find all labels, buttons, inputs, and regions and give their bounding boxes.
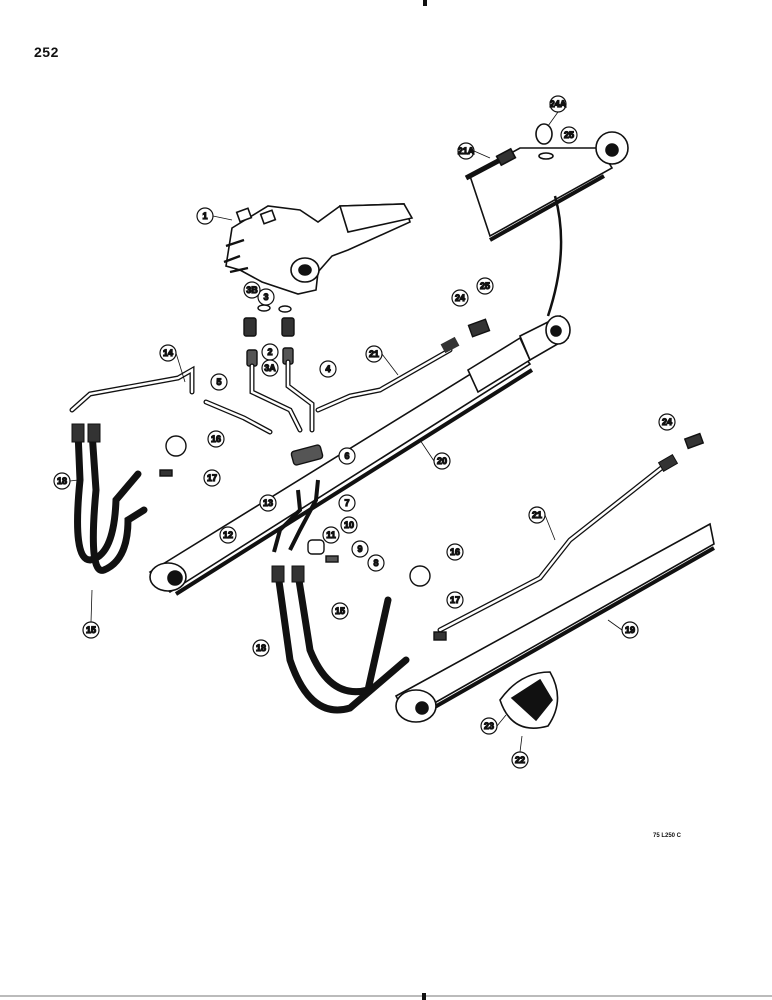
svg-text:11: 11 bbox=[326, 530, 336, 540]
svg-text:3B: 3B bbox=[246, 285, 258, 295]
svg-text:5: 5 bbox=[216, 377, 221, 387]
svg-text:17: 17 bbox=[207, 473, 217, 483]
hoses-lower bbox=[271, 565, 410, 714]
callout-2: 2 bbox=[261, 343, 279, 361]
callout-16: 16 bbox=[207, 430, 225, 448]
cylinder-20 bbox=[148, 314, 571, 596]
callout-23: 23 bbox=[480, 717, 498, 735]
callouts: 1 2 3 3A 3B 4 5 6 7 8 9 10 11 12 13 14 1… bbox=[53, 95, 676, 769]
svg-text:3A: 3A bbox=[264, 363, 276, 373]
svg-text:20: 20 bbox=[437, 456, 447, 466]
svg-text:15: 15 bbox=[335, 606, 345, 616]
svg-text:16: 16 bbox=[450, 547, 460, 557]
cylinder-19 bbox=[394, 522, 715, 723]
tube-14 bbox=[69, 365, 273, 435]
svg-text:8: 8 bbox=[373, 558, 378, 568]
svg-text:3: 3 bbox=[263, 292, 268, 302]
callout-21: 21 bbox=[365, 345, 383, 363]
svg-text:12: 12 bbox=[223, 530, 233, 540]
callout-21: 21 bbox=[528, 506, 546, 524]
callout-24: 24 bbox=[658, 413, 676, 431]
svg-text:24A: 24A bbox=[550, 99, 567, 109]
callout-15: 15 bbox=[331, 602, 349, 620]
hoses-left-loop bbox=[71, 423, 148, 574]
svg-text:10: 10 bbox=[344, 520, 354, 530]
callout-3A: 3A bbox=[261, 359, 279, 377]
callout-22: 22 bbox=[511, 751, 529, 769]
callout-11: 11 bbox=[322, 526, 340, 544]
svg-text:25: 25 bbox=[564, 130, 574, 140]
svg-text:23: 23 bbox=[484, 721, 494, 731]
svg-text:24: 24 bbox=[662, 417, 672, 427]
leader-lines bbox=[69, 111, 623, 753]
callout-13: 13 bbox=[259, 494, 277, 512]
callout-4: 4 bbox=[319, 360, 337, 378]
svg-text:14: 14 bbox=[163, 348, 173, 358]
figure-code: 75 L250 C bbox=[653, 833, 682, 839]
callout-12: 12 bbox=[219, 526, 237, 544]
svg-text:18: 18 bbox=[57, 476, 67, 486]
svg-text:2: 2 bbox=[267, 347, 272, 357]
valve-fittings bbox=[243, 304, 295, 367]
elbow-fittings bbox=[159, 318, 705, 641]
callout-3B: 3B bbox=[243, 281, 261, 299]
svg-text:19: 19 bbox=[625, 625, 635, 635]
callout-17: 17 bbox=[203, 469, 221, 487]
svg-text:21: 21 bbox=[369, 349, 379, 359]
callout-20: 20 bbox=[433, 452, 451, 470]
callout-14: 14 bbox=[159, 344, 177, 362]
callout-25: 25 bbox=[476, 277, 494, 295]
svg-text:22: 22 bbox=[515, 755, 525, 765]
callout-25: 25 bbox=[560, 126, 578, 144]
callout-24A: 24A bbox=[549, 95, 567, 113]
svg-text:21A: 21A bbox=[458, 146, 475, 156]
tube-21-lower bbox=[437, 453, 679, 633]
control-valve bbox=[223, 203, 414, 295]
callout-16: 16 bbox=[446, 543, 464, 561]
callout-18: 18 bbox=[53, 472, 71, 490]
callout-1: 1 bbox=[196, 207, 214, 225]
guard-22-23 bbox=[499, 671, 559, 729]
svg-text:21: 21 bbox=[532, 510, 542, 520]
callout-18: 18 bbox=[252, 639, 270, 657]
callout-3: 3 bbox=[257, 288, 275, 306]
callout-5: 5 bbox=[210, 373, 228, 391]
page-number: 252 bbox=[34, 44, 59, 60]
svg-text:17: 17 bbox=[450, 595, 460, 605]
callout-8: 8 bbox=[367, 554, 385, 572]
callout-10: 10 bbox=[340, 516, 358, 534]
svg-text:6: 6 bbox=[344, 451, 349, 461]
top-crop-mark bbox=[423, 0, 427, 6]
callout-17: 17 bbox=[446, 591, 464, 609]
callout-24: 24 bbox=[451, 289, 469, 307]
fittings-6-7 bbox=[272, 444, 339, 563]
svg-text:1: 1 bbox=[202, 211, 207, 221]
svg-text:24: 24 bbox=[455, 293, 465, 303]
callout-6: 6 bbox=[338, 447, 356, 465]
svg-text:4: 4 bbox=[325, 364, 330, 374]
svg-text:9: 9 bbox=[357, 544, 362, 554]
callout-9: 9 bbox=[351, 540, 369, 558]
tube-21-upper bbox=[315, 336, 460, 413]
callout-7: 7 bbox=[338, 494, 356, 512]
callout-19: 19 bbox=[621, 621, 639, 639]
bottom-crop-mark bbox=[422, 993, 426, 1000]
svg-text:18: 18 bbox=[256, 643, 266, 653]
svg-text:15: 15 bbox=[86, 625, 96, 635]
svg-text:16: 16 bbox=[211, 434, 221, 444]
svg-text:7: 7 bbox=[344, 498, 349, 508]
cylinder-rod-end-detail bbox=[464, 123, 629, 317]
callout-21A: 21A bbox=[457, 142, 475, 160]
svg-text:25: 25 bbox=[480, 281, 490, 291]
callout-15: 15 bbox=[82, 621, 100, 639]
svg-text:13: 13 bbox=[263, 498, 273, 508]
